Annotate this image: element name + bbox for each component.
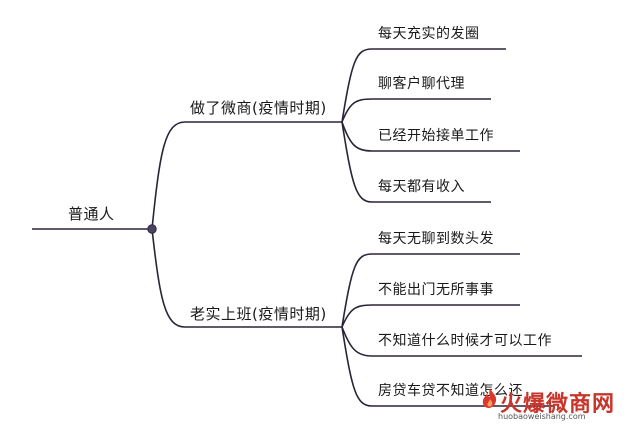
child-1-1-label: 每天充实的发圈 <box>378 26 480 42</box>
child-2-2-label: 不能出门无所事事 <box>378 282 494 298</box>
connector-root-branch-2 <box>151 228 186 328</box>
connector-branch-2-child-4 <box>341 326 373 407</box>
watermark-url: huobaoweishang.com <box>498 412 586 421</box>
connector-branch-2-child-1 <box>341 253 373 328</box>
child-1-4-label: 每天都有收入 <box>378 179 465 195</box>
watermark: 火爆微商网 huobaoweishang.com <box>478 386 634 422</box>
connector-branch-2-child-3 <box>341 326 373 357</box>
connector-branch-1-child-3 <box>341 121 373 152</box>
connector-branch-2-child-2 <box>341 304 373 328</box>
flame-icon <box>482 388 497 408</box>
root-node-dot <box>147 224 157 234</box>
child-2-1-label: 每天无聊到数头发 <box>378 231 494 247</box>
child-1-3-label: 已经开始接单工作 <box>378 128 494 144</box>
child-2-3-label: 不知道什么时候才可以工作 <box>378 333 552 349</box>
watermark-text: 火爆微商网 <box>500 392 616 417</box>
connector-branch-1-child-4 <box>341 121 373 203</box>
root-node-label: 普通人 <box>68 205 115 223</box>
connector-root-branch-1 <box>151 121 186 230</box>
connector-branch-1-child-1 <box>341 48 373 123</box>
child-1-2-label: 聊客户聊代理 <box>378 76 465 92</box>
connector-branch-1-child-2 <box>341 98 373 123</box>
branch-1-label: 做了微商(疫情时期) <box>190 99 327 117</box>
branch-2-label: 老实上班(疫情时期) <box>190 305 327 323</box>
